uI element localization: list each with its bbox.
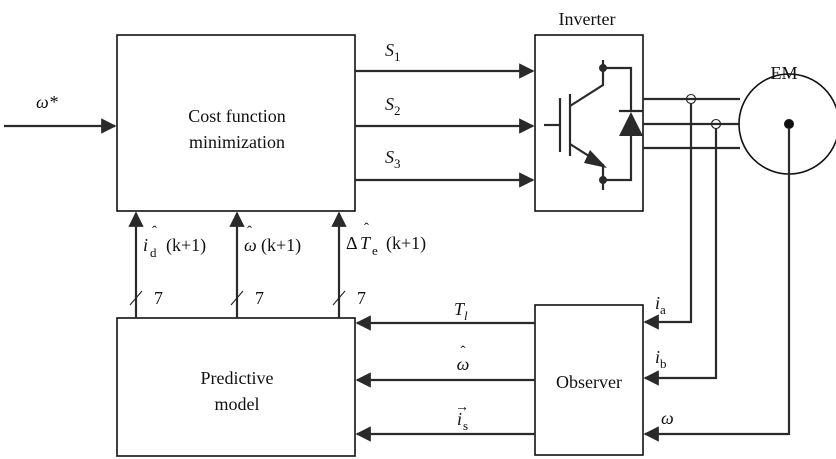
current-ia-label: ia [655, 293, 666, 317]
svg-text:ˆ: ˆ [364, 221, 369, 237]
bus-width-2: 7 [255, 288, 264, 308]
svg-text:ˆ: ˆ [247, 224, 252, 240]
igbt-diode-icon [544, 60, 643, 190]
electric-machine: EM [738, 63, 836, 175]
reference-input: ω* [4, 92, 117, 134]
stator-current-vector-label: i s → [455, 400, 469, 433]
bus-width-1: 7 [154, 288, 163, 308]
prediction-buses: 7 7 7 [128, 211, 366, 318]
inverter-block: Inverter [534, 9, 644, 212]
svg-text:d: d [150, 245, 157, 260]
svg-text:i: i [457, 409, 462, 429]
svg-text:T: T [360, 233, 372, 253]
cost-function-label-line2: minimization [189, 132, 285, 152]
predictive-model-label-line1: Predictive [201, 368, 274, 388]
svg-text:(k+1): (k+1) [261, 235, 301, 256]
svg-text:s: s [463, 418, 468, 433]
svg-text:ˆ: ˆ [152, 224, 157, 240]
svg-text:(k+1): (k+1) [386, 233, 426, 254]
observer-label: Observer [556, 372, 622, 392]
svg-text:ω: ω [457, 354, 470, 374]
predictive-model-label-line2: model [215, 394, 260, 414]
bus-width-3: 7 [357, 288, 366, 308]
predicted-speed-label: ω ˆ (k+1) [244, 224, 301, 256]
omega-star-label: ω* [36, 92, 58, 112]
switch-signal-s2: S2 [385, 94, 401, 118]
svg-text:Δ: Δ [346, 233, 358, 253]
switch-signal-s1: S1 [385, 40, 401, 64]
svg-text:i: i [143, 235, 148, 255]
current-ib-label: ib [655, 347, 667, 371]
svg-text:e: e [372, 243, 378, 258]
observer-block: Observer [534, 304, 644, 456]
observer-outputs: Tl ω ˆ i s → [355, 299, 535, 442]
svg-text:(k+1): (k+1) [166, 235, 206, 256]
bus-slash-3 [332, 290, 346, 306]
load-torque-label: Tl [454, 299, 468, 323]
cost-function-label-line1: Cost function [188, 106, 286, 126]
measured-speed-label: ω [661, 408, 674, 428]
machine-label: EM [771, 63, 798, 83]
predicted-id-label: i d ˆ (k+1) [143, 224, 206, 260]
predicted-torque-label: Δ T e ˆ (k+1) [346, 221, 426, 258]
inverter-label: Inverter [559, 9, 616, 29]
switch-signal-s3: S3 [385, 147, 401, 171]
predictive-model-block: Predictive model [116, 317, 356, 457]
bus-slash-1 [129, 290, 143, 306]
estimated-speed-label: ω ˆ [457, 344, 470, 374]
switch-signals: S1 S2 S3 [355, 40, 535, 188]
svg-text:→: → [455, 400, 469, 415]
cost-function-block: Cost function minimization [116, 34, 356, 212]
svg-text:ω: ω [244, 235, 257, 255]
svg-text:ˆ: ˆ [461, 344, 466, 360]
bus-slash-2 [230, 290, 244, 306]
current-sensors: ia ib ω [643, 93, 791, 442]
